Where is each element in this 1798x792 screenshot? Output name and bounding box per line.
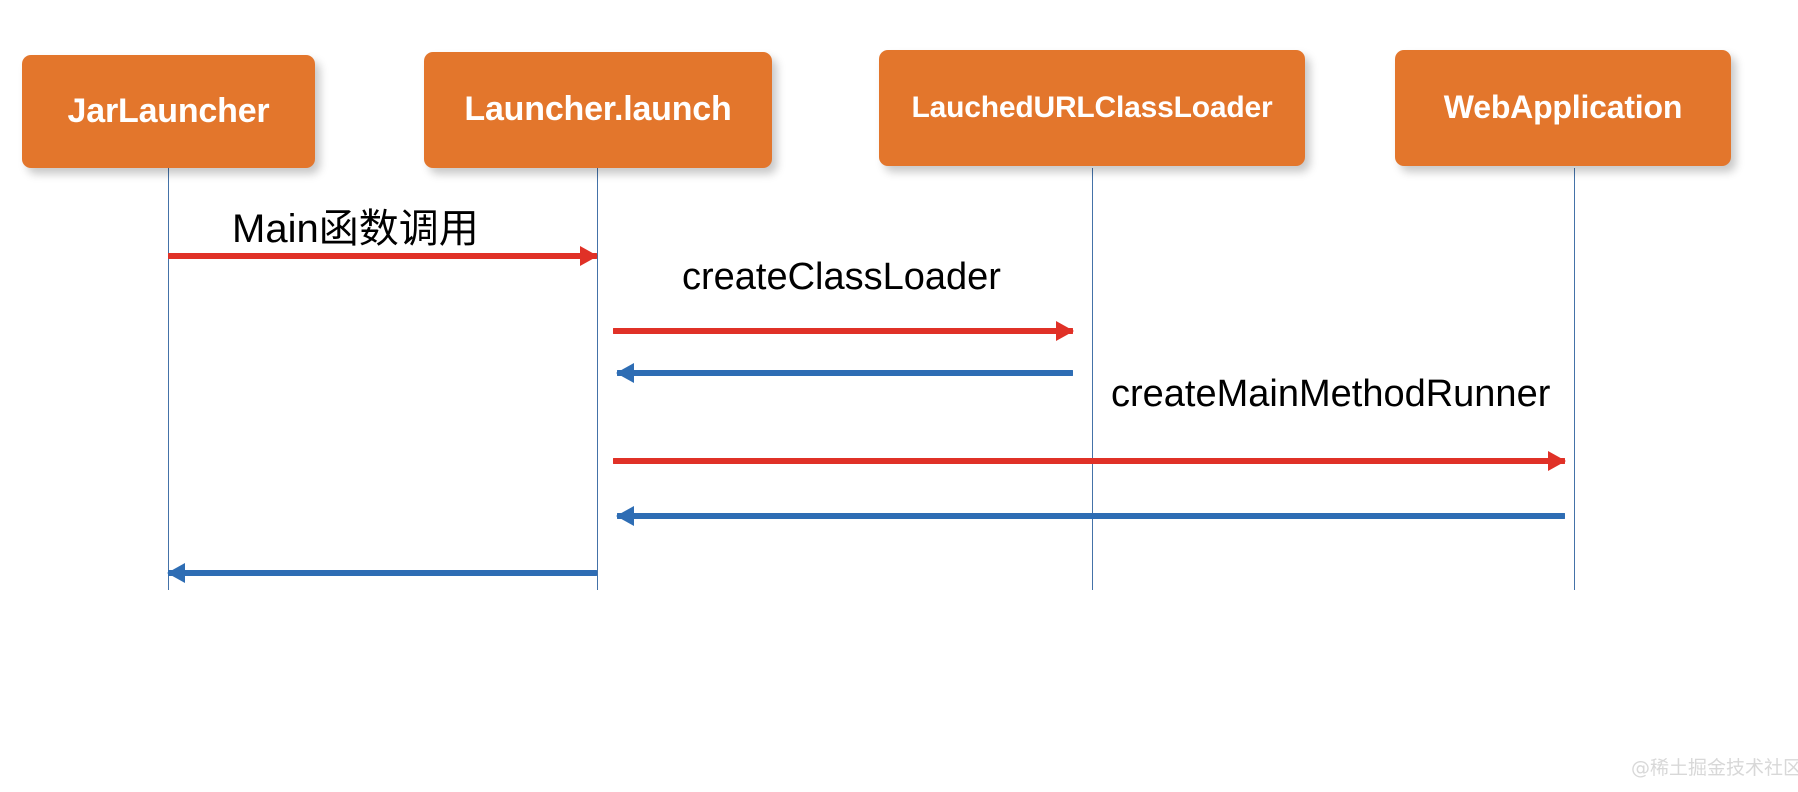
participant-label: WebApplication [1443,89,1683,126]
message-shaft [168,253,597,259]
participant-classloader[interactable]: LauchedURLClassLoader [879,50,1305,166]
arrowhead-icon [1056,321,1074,341]
watermark: @稀土掘金技术社区 [1631,757,1798,779]
lifeline-webapplication [1574,168,1575,590]
participant-launcherlaunch[interactable]: Launcher.launch [424,52,772,168]
message-shaft [613,458,1565,464]
arrowhead-icon [1548,451,1566,471]
arrowhead-icon [616,506,634,526]
participant-label: JarLauncher [67,91,270,130]
participant-webapplication[interactable]: WebApplication [1395,50,1731,166]
message-shaft [613,328,1073,334]
lifeline-jarlauncher [168,168,169,590]
arrowhead-icon [616,363,634,383]
message-label-create-classloader-call: createClassLoader [682,256,1001,298]
lifeline-classloader [1092,168,1093,590]
message-label-create-mainmethodrunner-call: createMainMethodRunner [1111,373,1551,415]
message-shaft [617,370,1073,376]
participant-jarlauncher[interactable]: JarLauncher [22,55,315,168]
participant-label: Launcher.launch [464,90,732,129]
arrowhead-icon [580,246,598,266]
message-shaft [168,570,597,576]
message-shaft [617,513,1565,519]
message-label-main-call: Main函数调用 [232,207,479,251]
participant-label: LauchedURLClassLoader [911,91,1273,125]
arrowhead-icon [167,563,185,583]
lifeline-launcherlaunch [597,168,598,590]
